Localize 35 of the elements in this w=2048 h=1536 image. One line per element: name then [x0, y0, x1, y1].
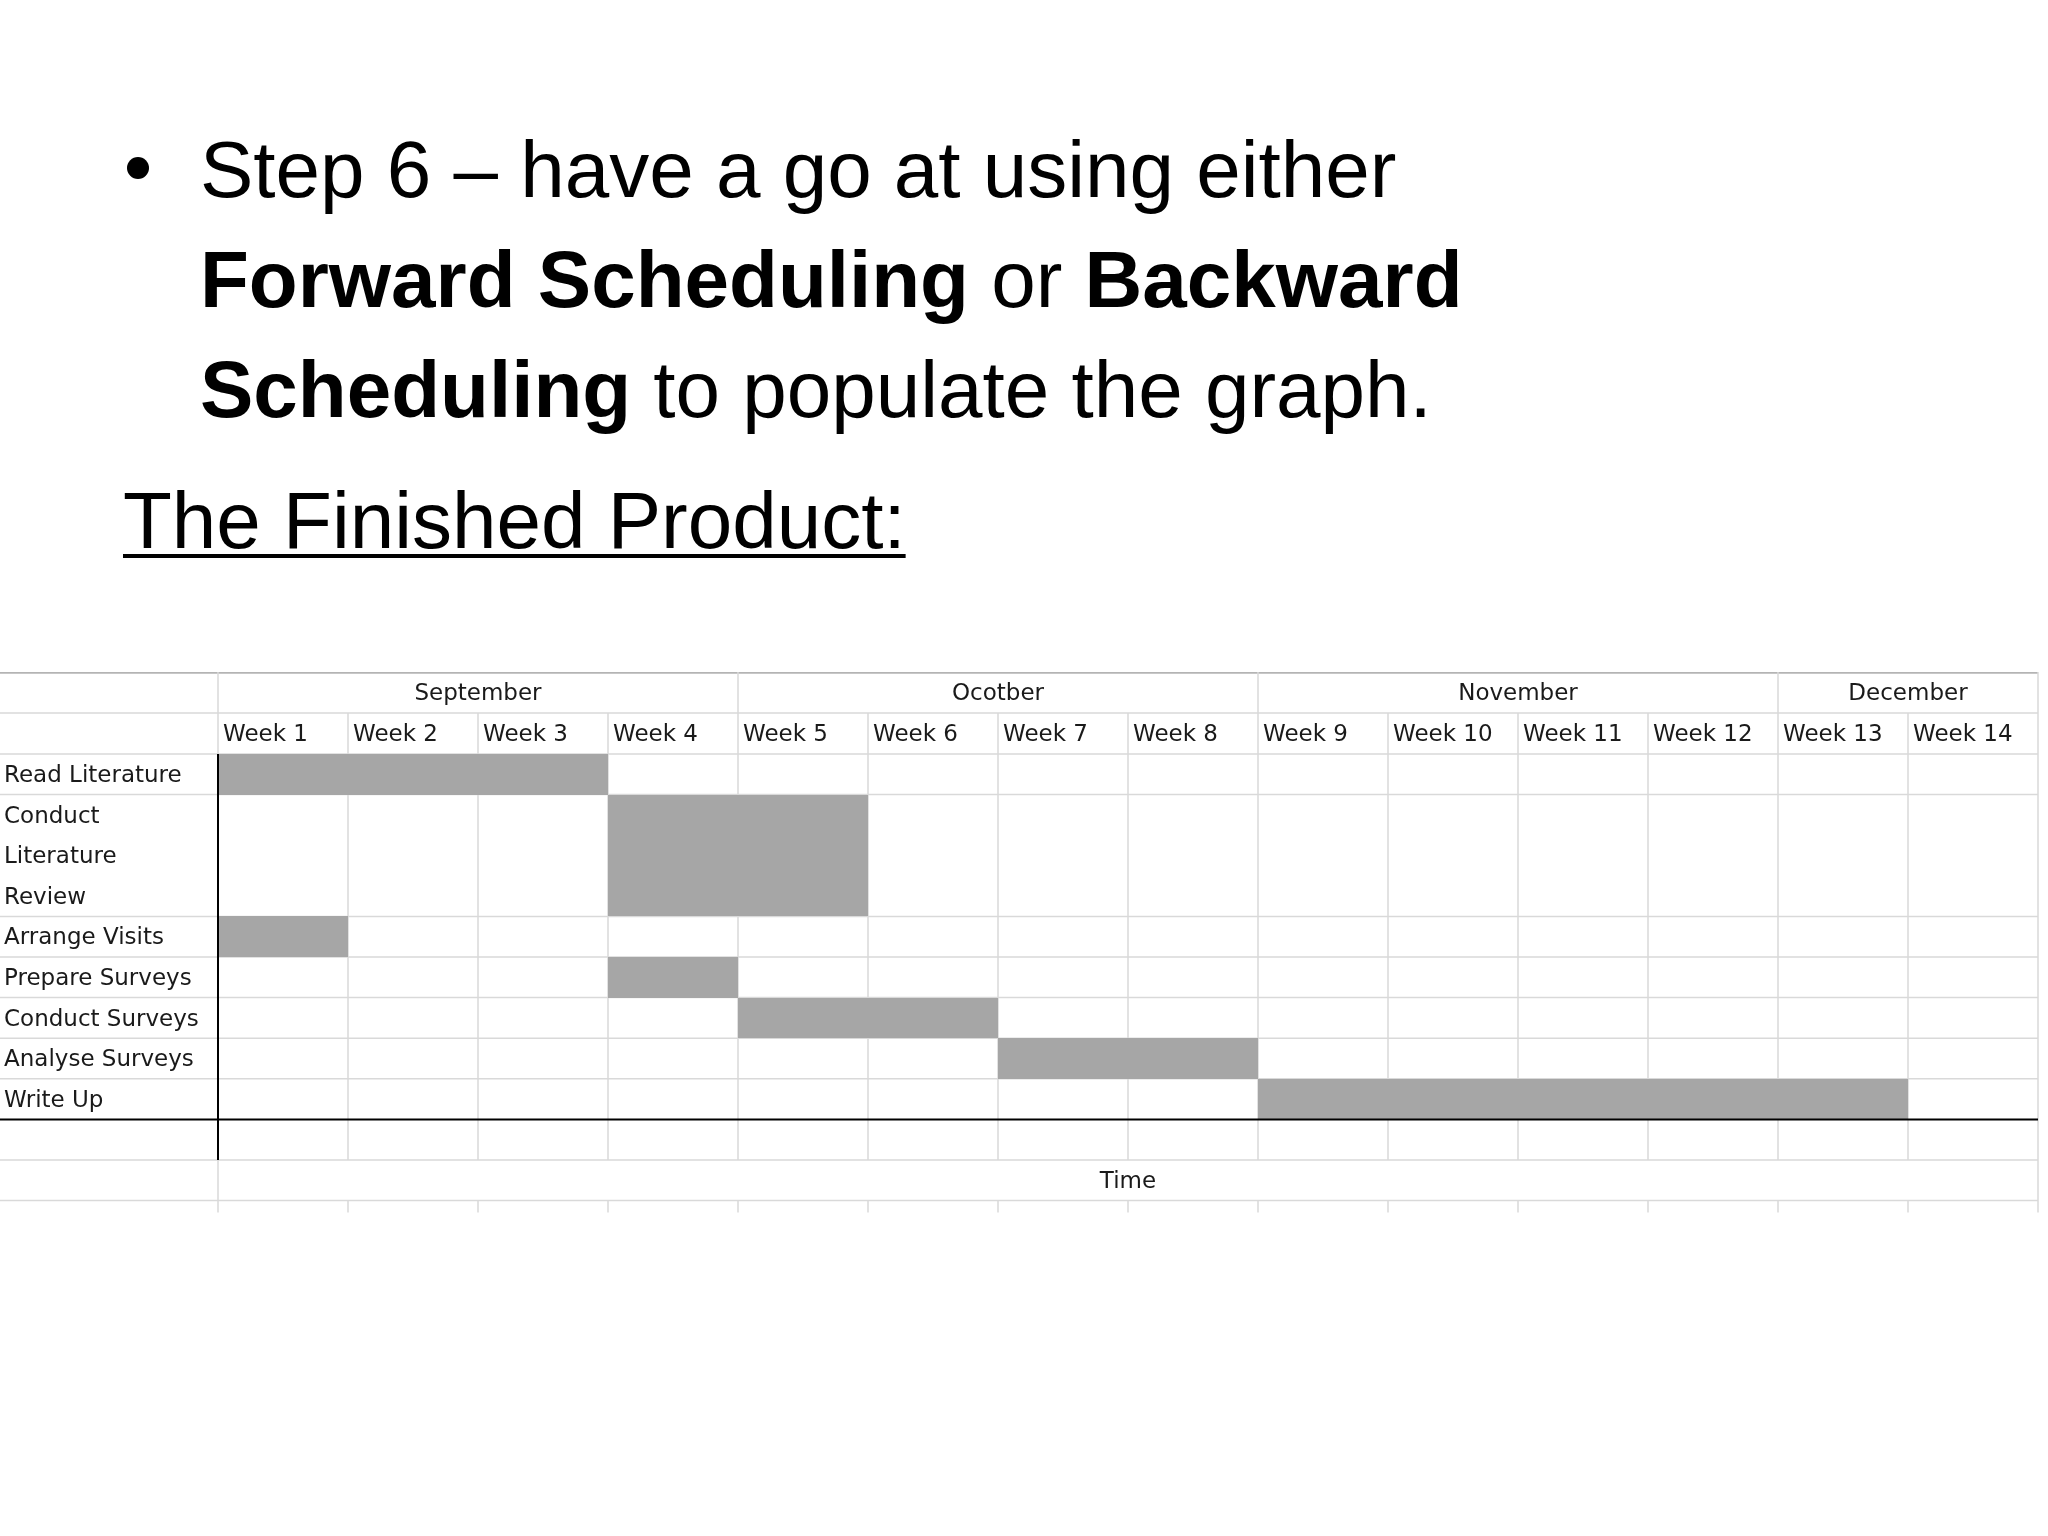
task-label: Conduct Literature Review	[4, 800, 117, 911]
week-label: Week 11	[1523, 719, 1623, 749]
gantt-bar	[738, 997, 998, 1039]
gantt-bar	[608, 957, 738, 998]
week-label: Week 9	[1263, 719, 1348, 749]
month-label: November	[1458, 678, 1578, 708]
task-label: Read Literature	[4, 760, 182, 790]
bullet-point-text: Step 6 – have a go at using either Forward Scheduling or Backward Scheduling to populate the graph.	[200, 124, 1464, 436]
gantt-bar	[218, 754, 608, 795]
task-label: Write Up	[4, 1084, 104, 1114]
week-label: Week 4	[613, 719, 698, 749]
week-label: Week 10	[1393, 719, 1493, 749]
task-label: Prepare Surveys	[4, 963, 192, 993]
month-label: December	[1848, 678, 1968, 708]
section-heading: The Finished Product:	[123, 475, 906, 567]
week-label: Week 8	[1133, 719, 1218, 749]
task-label: Analyse Surveys	[4, 1044, 194, 1074]
week-label: Week 12	[1653, 719, 1753, 749]
task-label: Conduct Surveys	[4, 1003, 199, 1033]
gantt-bar	[608, 794, 868, 917]
gantt-bar	[1258, 1078, 1908, 1120]
week-label: Week 14	[1913, 719, 2013, 749]
month-label: September	[414, 678, 542, 708]
week-label: Week 7	[1003, 719, 1088, 749]
week-label: Week 1	[223, 719, 308, 749]
week-label: Week 2	[353, 719, 438, 749]
axis-title: Time	[1099, 1166, 1157, 1196]
week-label: Week 5	[743, 719, 828, 749]
week-label: Week 13	[1783, 719, 1883, 749]
task-label: Arrange Visits	[4, 922, 164, 952]
week-label: Week 3	[483, 719, 568, 749]
week-label: Week 6	[873, 719, 958, 749]
gantt-bar	[218, 916, 348, 957]
month-label: Ocotber	[951, 678, 1044, 708]
gantt-bar	[998, 1038, 1258, 1079]
